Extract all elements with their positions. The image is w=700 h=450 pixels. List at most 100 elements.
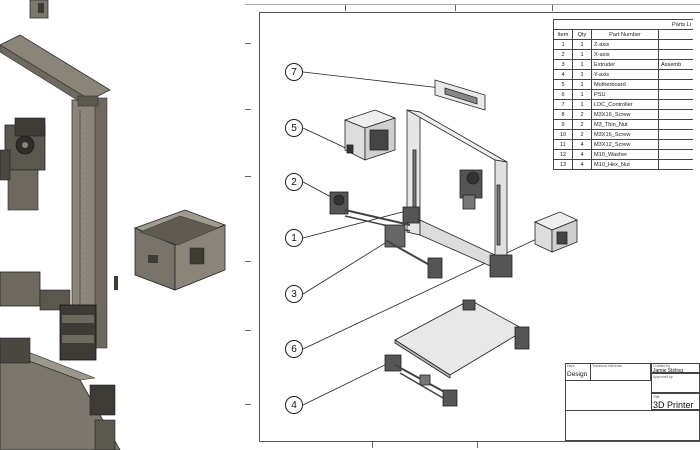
- balloon-item-6[interactable]: 6: [285, 340, 303, 358]
- sheet-border-bottom: [259, 441, 700, 442]
- qty-cell: 2: [572, 119, 592, 130]
- extruder-assembly: [0, 117, 46, 211]
- zone-tick: [245, 43, 251, 44]
- drawing-sheet[interactable]: 7 5 2 1 3 6 4 Parts Li Item Qty Part Num…: [245, 0, 700, 450]
- description-cell: [658, 119, 693, 130]
- part-number-cell: M10_Washer: [591, 149, 659, 160]
- item-cell: 8: [553, 109, 573, 120]
- col-header-item: Item: [553, 29, 573, 40]
- item-cell: 13: [553, 159, 573, 170]
- description-cell: [658, 109, 693, 120]
- part-number-cell: Motherboard: [591, 79, 659, 90]
- 3d-model-render: [0, 0, 227, 450]
- balloon-item-5[interactable]: 5: [285, 119, 303, 137]
- qty-cell: 4: [572, 149, 592, 160]
- description-cell: [658, 89, 693, 100]
- part-number-cell: PSU: [591, 89, 659, 100]
- item-cell: 5: [553, 79, 573, 90]
- z-axis-frame-part: [402, 109, 513, 278]
- item-cell: 1: [553, 39, 573, 50]
- qty-cell: 1: [572, 39, 592, 50]
- description-cell: [658, 139, 693, 150]
- item-cell: 10: [553, 129, 573, 140]
- screw-fragment: [114, 276, 118, 290]
- balloon-item-7[interactable]: 7: [285, 63, 303, 81]
- part-number-cell: M3X12_Screw: [591, 139, 659, 150]
- psu-box: [133, 209, 227, 291]
- extruder-part: [459, 169, 483, 210]
- x-axis-part: [329, 191, 411, 248]
- top-bracket-fragment: [29, 0, 49, 19]
- title-block-techref-cell: [590, 363, 651, 381]
- tb-approved-label: Approved by: [653, 375, 673, 379]
- part-number-cell: Extruder: [591, 59, 659, 70]
- tb-techref-label: Technical reference: [592, 364, 623, 368]
- description-cell: [658, 49, 693, 60]
- zone-tick: [245, 176, 251, 177]
- part-number-cell: Z-axis: [591, 39, 659, 50]
- item-cell: 11: [553, 139, 573, 150]
- parts-list-header-row: Item Qty Part Number: [553, 29, 693, 40]
- balloon-item-3[interactable]: 3: [285, 285, 303, 303]
- qty-cell: 4: [572, 139, 592, 150]
- title-block-bottom-cell: [565, 410, 700, 441]
- description-cell: [658, 149, 693, 160]
- zone-tick: [477, 442, 478, 448]
- tb-title-label: Title: [653, 395, 660, 399]
- qty-cell: 2: [572, 109, 592, 120]
- motherboard-part: [343, 109, 397, 161]
- zone-tick: [245, 109, 251, 110]
- tb-createdby-label: Created by: [653, 364, 671, 368]
- zone-tick: [455, 5, 456, 11]
- model-viewport[interactable]: [0, 0, 245, 450]
- description-cell: [658, 39, 693, 50]
- description-cell: [658, 129, 693, 140]
- frame-upright: [71, 95, 108, 349]
- part-number-cell: Y-axis: [591, 69, 659, 80]
- qty-cell: 1: [572, 59, 592, 70]
- y-axis-rod-part: [384, 239, 443, 279]
- item-cell: 9: [553, 119, 573, 130]
- lcd-controller-part: [434, 79, 486, 111]
- balloon-item-1[interactable]: 1: [285, 229, 303, 247]
- description-cell: [658, 79, 693, 90]
- parts-list-title: Parts Li: [553, 19, 693, 30]
- balloon-item-4[interactable]: 4: [285, 396, 303, 414]
- z-motor-assembly: [0, 271, 97, 361]
- part-number-cell: M3_Thin_Nut: [591, 119, 659, 130]
- description-cell: [658, 159, 693, 170]
- item-cell: 3: [553, 59, 573, 70]
- psu-part: [533, 211, 579, 253]
- qty-cell: 1: [572, 99, 592, 110]
- description-cell: [658, 99, 693, 110]
- qty-cell: 4: [572, 159, 592, 170]
- item-cell: 4: [553, 69, 573, 80]
- col-header-part-number: Part Number: [591, 29, 659, 40]
- qty-cell: 1: [572, 69, 592, 80]
- item-cell: 7: [553, 99, 573, 110]
- sheet-outer-top: [245, 4, 700, 5]
- qty-cell: 1: [572, 49, 592, 60]
- balloon-item-2[interactable]: 2: [285, 173, 303, 191]
- zone-tick: [372, 442, 373, 448]
- zone-tick: [245, 261, 251, 262]
- zone-tick: [345, 5, 346, 11]
- description-cell: Assemb: [658, 59, 693, 70]
- col-header-description: [658, 29, 693, 40]
- item-cell: 6: [553, 89, 573, 100]
- zone-tick: [245, 404, 251, 405]
